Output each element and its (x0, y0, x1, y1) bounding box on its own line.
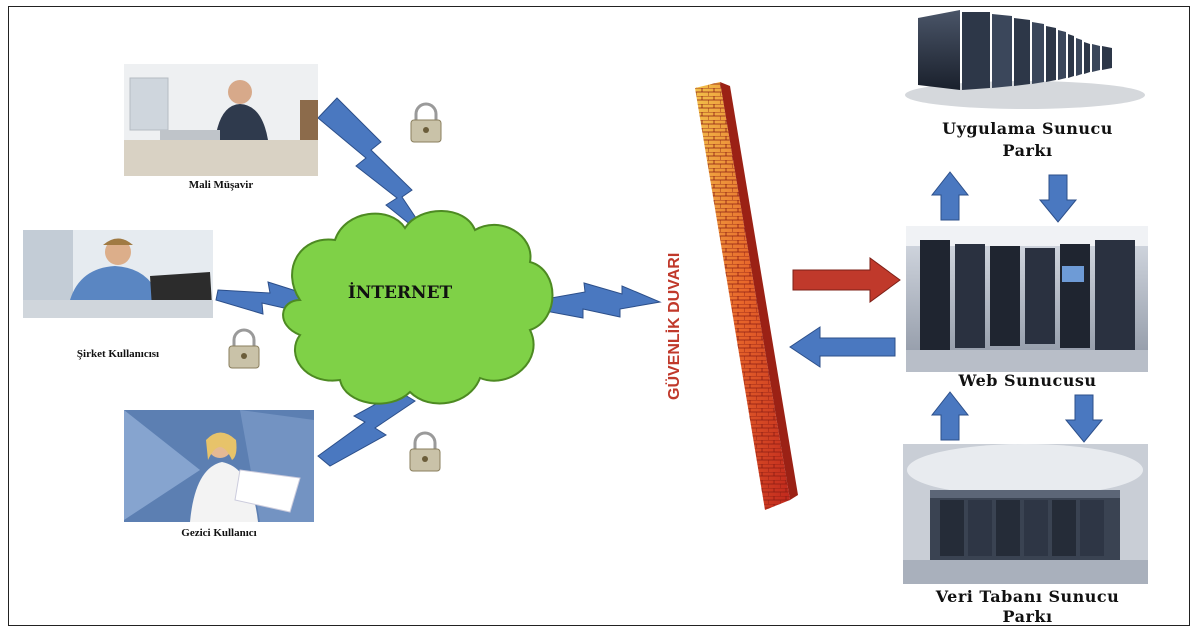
app-server-label-line2: Parkı (1002, 141, 1053, 160)
gezici-kullanici-photo (124, 410, 314, 522)
firewall-label: GÜVENLİK DUVARI (664, 253, 683, 400)
db-server-farm-image (903, 444, 1148, 584)
app-server-farm-image (905, 10, 1145, 109)
lightning-bolt-right (539, 282, 662, 319)
padlock-icon (409, 431, 441, 472)
app-server-label-line1: Uygulama Sunucu (942, 119, 1113, 138)
padlock-icon (410, 102, 442, 143)
web-server-label: Web Sunucusu (958, 371, 1097, 390)
gezici-kullanici-label: Gezici Kullanıcı (181, 527, 257, 539)
db-server-label: Veri Tabanı Sunucu Parkı (900, 587, 1155, 627)
internet-cloud (282, 210, 554, 405)
firewall-wall (695, 82, 798, 510)
mali-musavir-label: Mali Müşavir (188, 179, 254, 191)
db-server-label-line1: Veri Tabanı Sunucu (935, 587, 1120, 606)
arrow-web-to-app (930, 171, 970, 221)
firewall-label-svg: GÜVENLİK DUVARI (664, 253, 683, 400)
diagram-frame (8, 6, 1190, 626)
sirket-kullanicisi-photo (23, 230, 213, 318)
arrow-web-to-db (1064, 394, 1104, 443)
arrow-to-web-server (792, 257, 901, 303)
arrow-from-web-server (789, 326, 896, 368)
app-server-label: Uygulama Sunucu Parkı (905, 118, 1150, 162)
padlock-icon (228, 328, 260, 369)
arrow-app-to-web (1038, 174, 1078, 223)
sirket-kullanicisi-label: Şirket Kullanıcısı (76, 348, 160, 360)
internet-label: İNTERNET (347, 283, 453, 303)
web-server-image (906, 226, 1148, 372)
mali-musavir-photo (124, 64, 318, 176)
db-server-label-line2: Parkı (1002, 607, 1053, 626)
arrow-db-to-web (930, 391, 970, 441)
